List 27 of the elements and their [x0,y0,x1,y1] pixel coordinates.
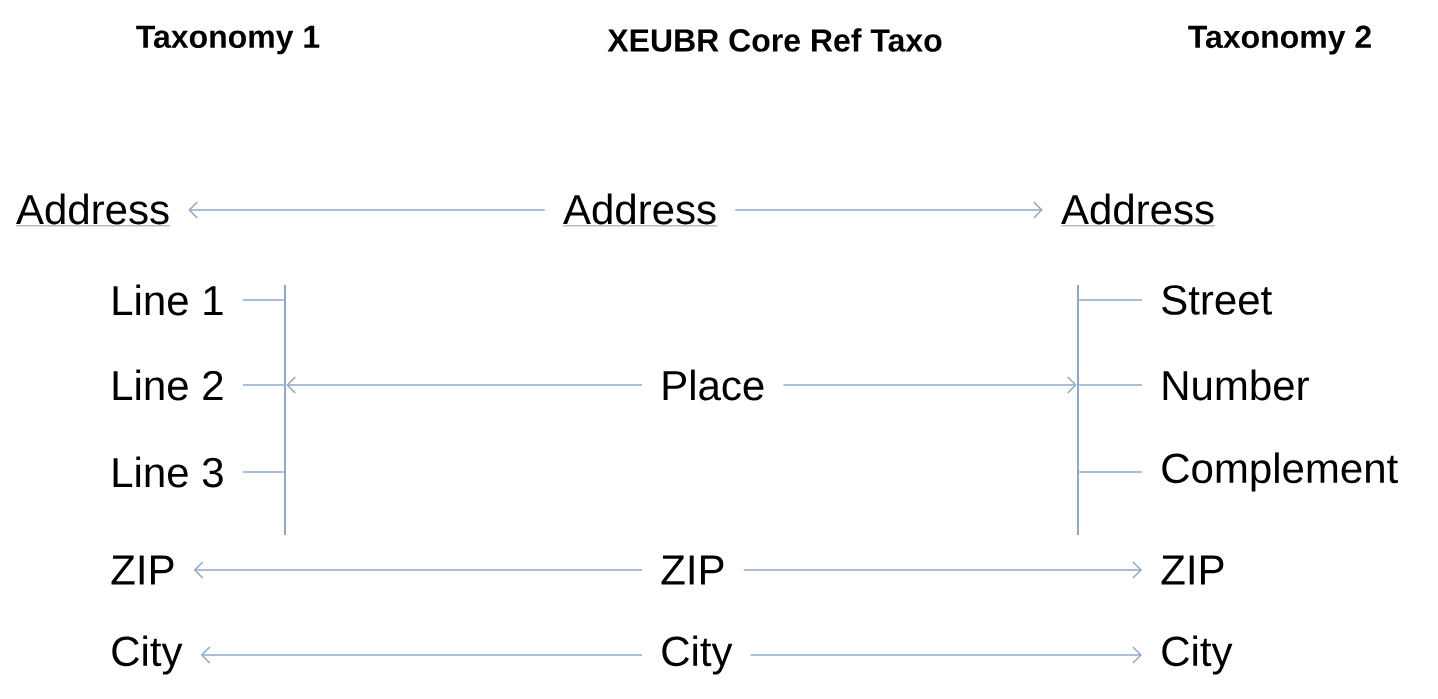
term-label: Line 1 [113,284,223,316]
arrow [193,561,643,579]
arrow [750,646,1142,664]
column-heading: XEUBR Core Ref Taxo [607,28,942,52]
term-label: Line 2 [113,369,223,401]
term-label: Line 3 [113,456,223,488]
term-label: City [1162,635,1233,675]
arrow [286,376,643,394]
term-label: ZIP [661,555,724,585]
term-label: ZIP [1161,555,1224,585]
arrow [734,201,1043,219]
column-heading: Taxonomy 1 [136,25,320,55]
arrow [782,376,1077,394]
term-label: Number [1163,369,1309,401]
term-label: Address [562,193,718,226]
arrow [200,646,643,664]
term-label: Street [1162,285,1272,315]
term-label: City [662,635,733,675]
arrow [743,561,1142,579]
term-label: Place [663,369,764,401]
arrow [188,201,546,219]
term-label: Address [15,193,171,226]
term-label: Complement [1162,452,1398,492]
column-heading: Taxonomy 2 [1188,25,1371,55]
term-label: Address [1060,193,1216,226]
term-label: City [112,635,183,675]
term-label: ZIP [111,555,174,585]
